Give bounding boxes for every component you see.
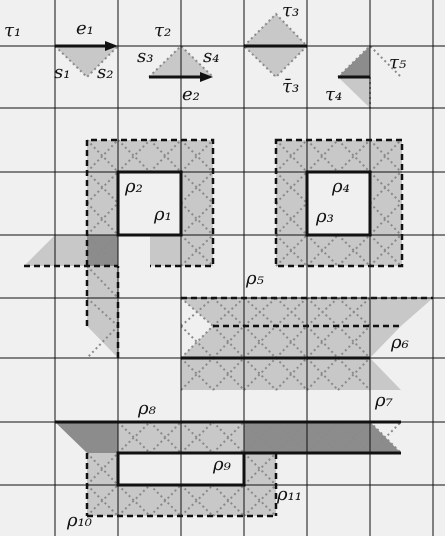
label-rho8: ρ₈ [137,398,157,419]
label-rho6: ρ₆ [390,332,409,353]
label-e2: e₂ [182,84,200,105]
dotted-diagonal [275,171,308,204]
label-tau1: τ₁ [4,20,21,41]
label-tau3bar: τ̄₃ [282,76,299,97]
dotted-diagonal [212,484,245,517]
label-tau3: τ₃ [282,0,299,21]
dotted-diagonal [275,297,308,327]
dotted-diagonal [86,484,119,517]
dotted-diagonal [369,234,402,267]
dotted-diagonal [149,484,182,517]
dotted-diagonal [275,421,308,454]
label-rho4: ρ₄ [331,176,350,197]
label-tau5: τ₅ [389,52,406,73]
structure-rho8-rho11 [55,422,401,516]
label-tau2: τ₂ [154,20,171,41]
boundaries [24,41,433,518]
label-rho7: ρ₇ [374,390,393,411]
label-rho11: ρ₁₁ [276,484,302,505]
label-rho9: ρ₉ [212,454,232,475]
tile-s1-s2 [54,45,119,79]
dotted-diagonal [86,297,119,327]
label-s2: s₂ [97,62,113,83]
label-rho3: ρ₃ [315,206,334,227]
dotted-diagonal [212,421,245,454]
labels: τ₁ e₁ s₁ s₂ τ₂ s₃ s₄ e₂ τ₃ τ̄₃ τ₄ τ₅ ρ₂ … [4,0,409,531]
label-rho10: ρ₁₀ [66,510,92,531]
dotted-diagonal [243,297,277,327]
dotted-diagonal [337,297,371,327]
label-s1: s₁ [54,62,70,83]
label-rho5: ρ₅ [245,268,264,289]
label-e1: e₁ [76,18,94,39]
label-rho2: ρ₂ [124,176,143,197]
dotted-diagonal [369,421,402,454]
dotted-diagonal [180,297,214,327]
dotted-diagonal [306,234,339,267]
dotted-diagonals [86,139,402,517]
label-rho1: ρ₁ [153,204,172,225]
dotted-diagonal [86,171,119,204]
label-s4: s₄ [203,46,219,67]
dotted-diagonal [306,421,339,454]
dotted-diagonal [275,234,308,267]
dotted-diagonal [306,297,339,327]
dotted-diagonal [149,421,182,454]
dotted-diagonal [86,234,119,267]
label-s3: s₃ [137,46,153,67]
dotted-diagonal [212,297,245,327]
dotted-diagonal [369,171,402,204]
label-tau4: τ₄ [325,84,342,105]
